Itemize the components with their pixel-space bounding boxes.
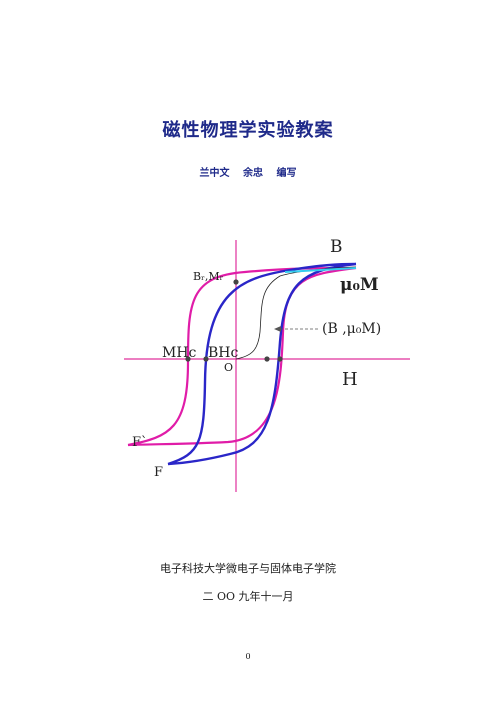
positive-bhc-point bbox=[264, 356, 270, 362]
mhc-point bbox=[185, 356, 191, 362]
pointer-arrowhead bbox=[274, 326, 281, 332]
document-date: 二 OO 九年十一月 bbox=[202, 590, 294, 603]
hysteresis-figure: B μ₀M Bᵣ,Mᵣ (B ,μ₀M) MHc BHc O H F` F bbox=[124, 237, 410, 492]
author-role: 编写 bbox=[276, 168, 297, 179]
initial-magnetization-curve bbox=[235, 266, 357, 360]
label-origin: O bbox=[224, 361, 233, 374]
label-mhc: MHc bbox=[162, 345, 197, 361]
label-br-mr: Bᵣ,Mᵣ bbox=[193, 270, 224, 283]
label-mu0m: μ₀M bbox=[340, 275, 379, 295]
induction-loop bbox=[167, 262, 357, 466]
label-b: B bbox=[330, 237, 343, 257]
document-title: 磁性物理学实验教案 bbox=[162, 120, 334, 141]
school-name: 电子科技大学微电子与固体电子学院 bbox=[160, 562, 336, 575]
label-f-prime: F` bbox=[132, 435, 148, 450]
saturation-segment bbox=[284, 267, 357, 273]
label-b-mu0m-pair: (B ,μ₀M) bbox=[322, 321, 381, 337]
remanence-point bbox=[233, 279, 239, 285]
label-bhc: BHc bbox=[208, 345, 238, 361]
positive-mhc-point bbox=[277, 356, 283, 362]
author-2: 余忠 bbox=[243, 168, 263, 179]
bhc-point bbox=[203, 356, 209, 362]
label-h: H bbox=[342, 369, 358, 390]
page-number: 0 bbox=[245, 652, 251, 661]
label-f: F bbox=[154, 465, 163, 480]
author-line: 兰中文 余忠 编写 bbox=[0, 164, 496, 179]
author-1: 兰中文 bbox=[199, 168, 230, 179]
